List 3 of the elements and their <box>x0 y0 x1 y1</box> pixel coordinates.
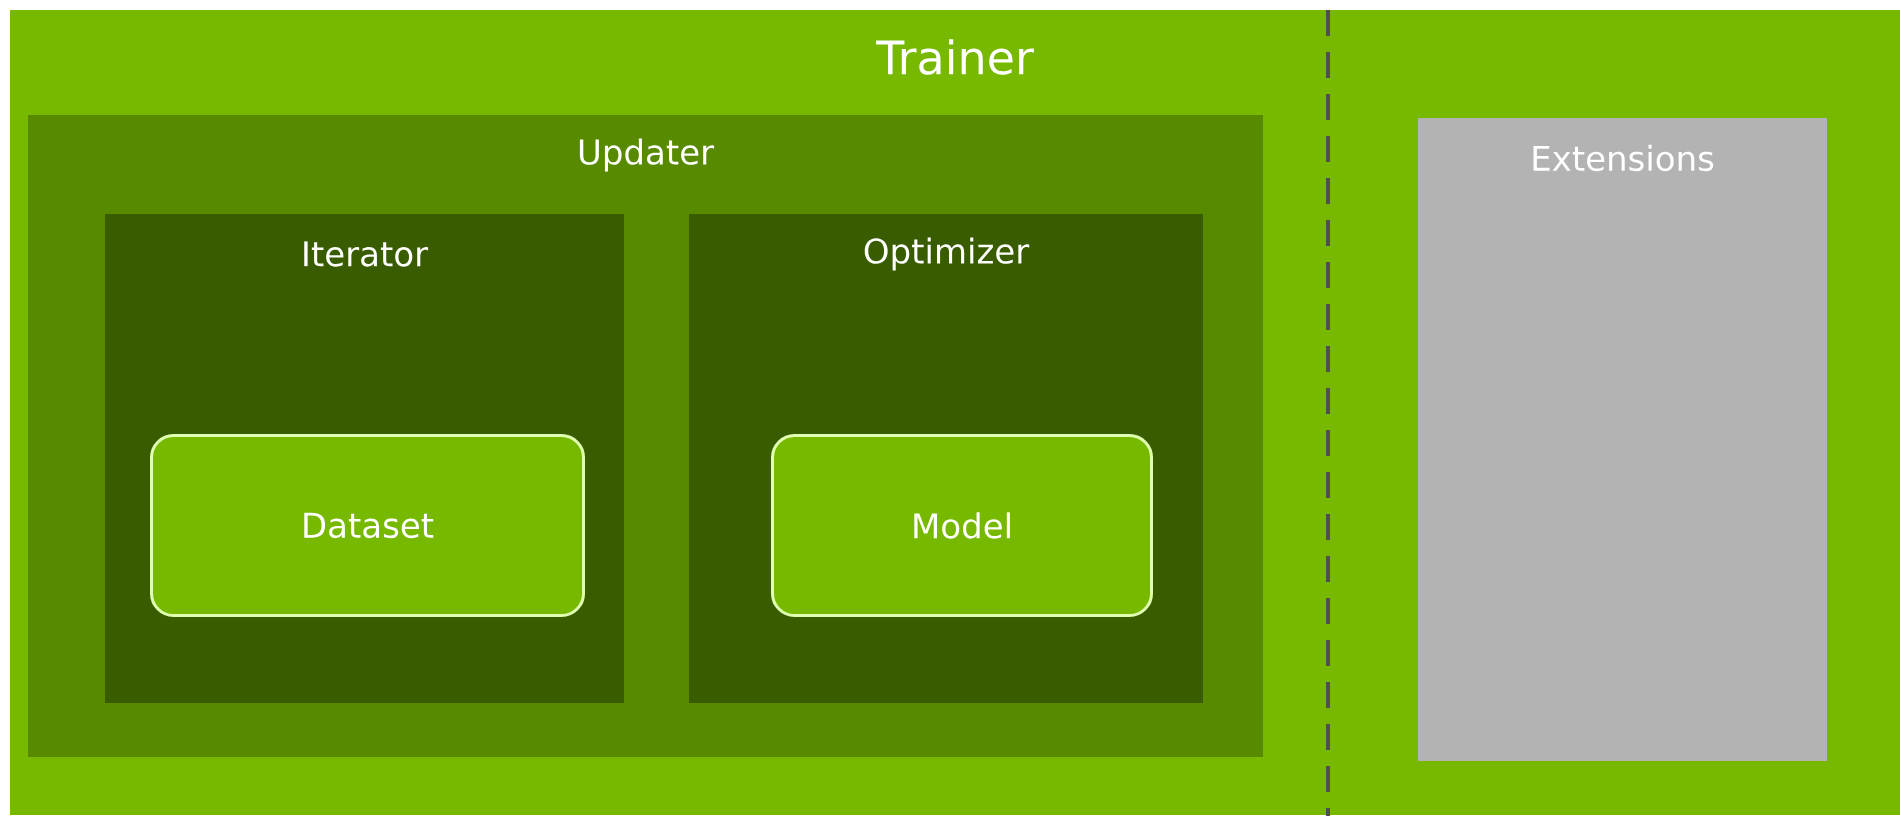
model-box: Model <box>771 434 1153 617</box>
dataset-box: Dataset <box>150 434 585 617</box>
extensions-panel: Extensions <box>1418 118 1827 761</box>
